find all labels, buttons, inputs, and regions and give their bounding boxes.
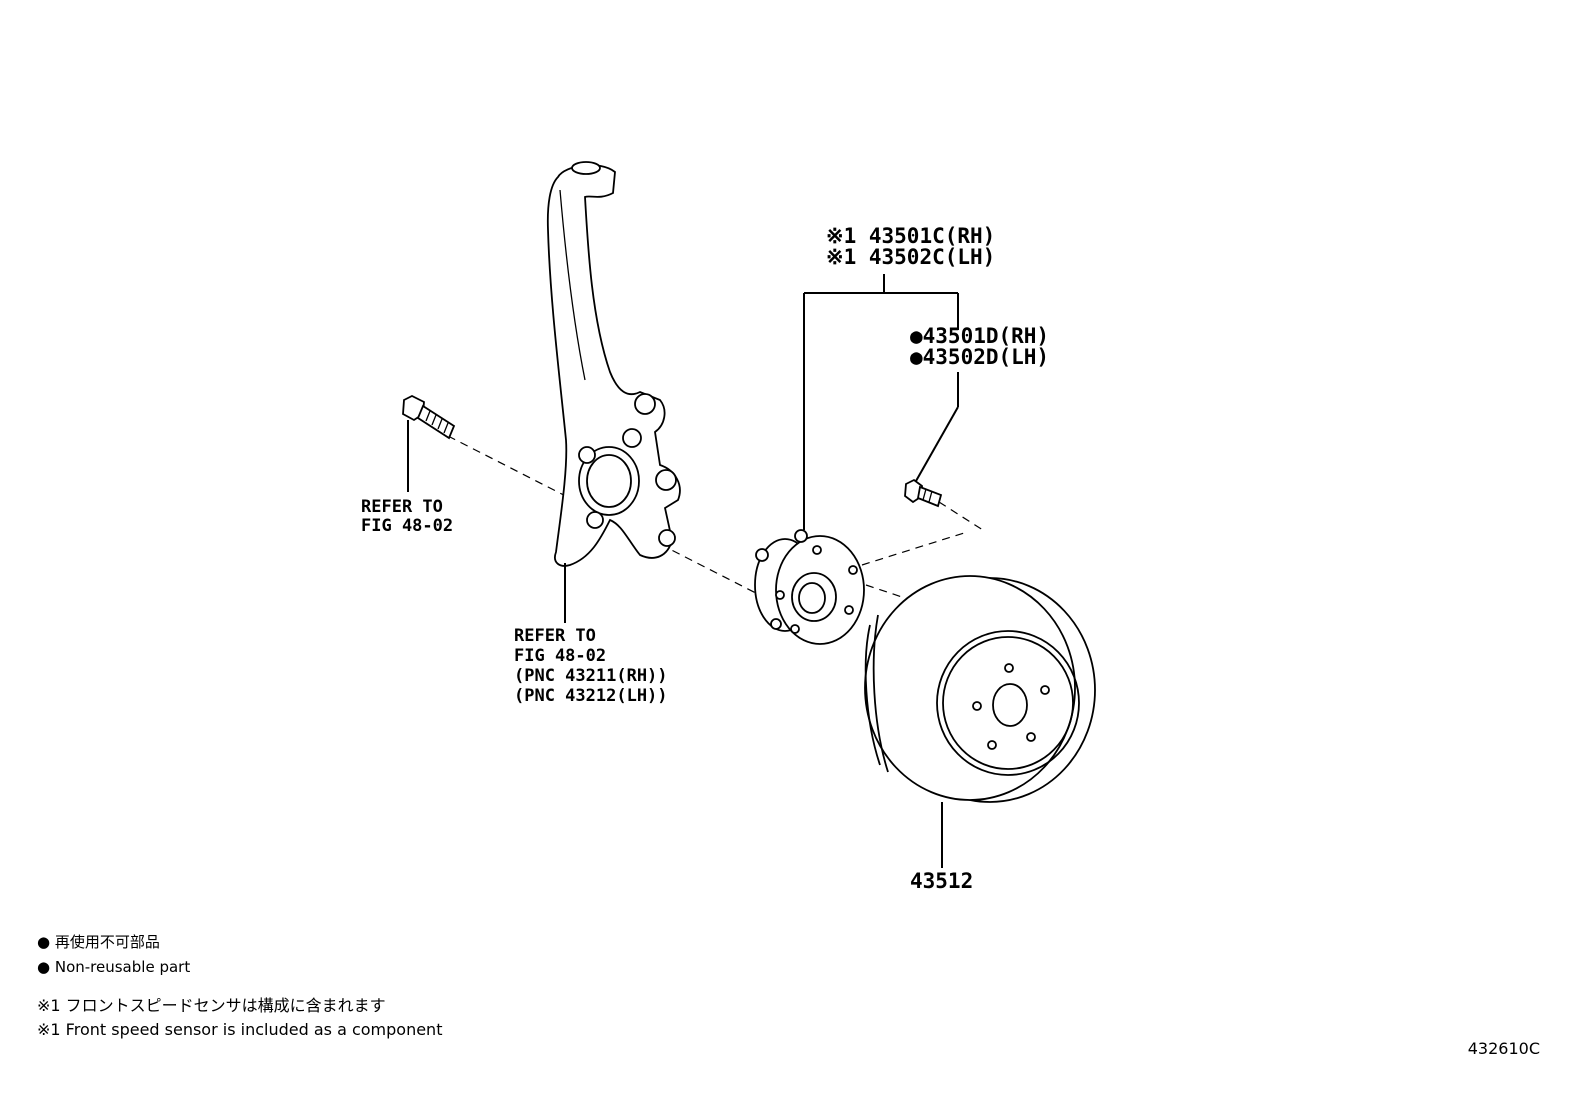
legend-nonreusable-jp: ● 再使用不可部品	[37, 933, 160, 951]
knuckle-bolt	[402, 394, 456, 440]
hub-bolt	[904, 478, 943, 508]
assembly-axis-lines	[447, 435, 987, 614]
brake-disc-rotor	[864, 575, 1096, 803]
figure-id: 432610C	[1468, 1039, 1540, 1058]
legend-nonreusable-en: ● Non-reusable part	[37, 958, 190, 976]
callout-bolt-lh: ●43502D(LH)	[910, 345, 1049, 369]
leader-lines	[407, 274, 959, 868]
callout-knuckle-ref-line1: REFER TO	[514, 626, 596, 646]
callout-bolt-ref-line2: FIG 48-02	[361, 516, 453, 536]
callout-hub-lh: ※1 43502C(LH)	[826, 245, 995, 269]
callout-knuckle-ref-line4: (PNC 43212(LH))	[514, 686, 668, 706]
hub-bearing-assembly	[754, 529, 865, 645]
legend-note-en: ※1 Front speed sensor is included as a c…	[37, 1020, 442, 1039]
callout-bolt-rh: ●43501D(RH)	[910, 324, 1049, 348]
steering-knuckle	[546, 161, 681, 567]
callout-labels: ※1 43501C(RH) ※1 43502C(LH) ●43501D(RH) …	[361, 224, 1049, 893]
legend-note-jp: ※1 フロントスピードセンサは構成に含まれます	[37, 996, 386, 1015]
callout-knuckle-ref-line3: (PNC 43211(RH))	[514, 666, 668, 686]
legend: ● 再使用不可部品 ● Non-reusable part ※1 フロントスピー…	[37, 933, 442, 1039]
callout-bolt-ref-line1: REFER TO	[361, 497, 443, 517]
callout-knuckle-ref-line2: FIG 48-02	[514, 646, 606, 666]
callout-rotor: 43512	[910, 869, 973, 893]
callout-hub-rh: ※1 43501C(RH)	[826, 224, 995, 248]
